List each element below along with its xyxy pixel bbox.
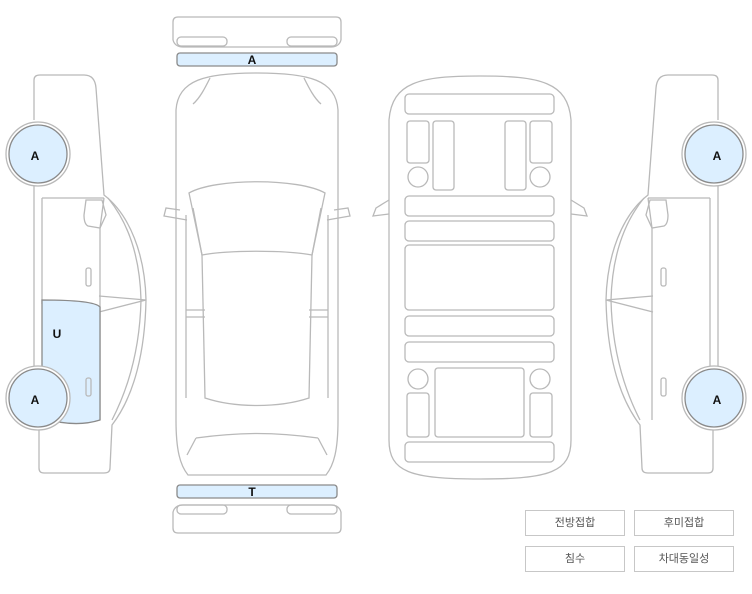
front-bumper-mark: A [248,53,257,67]
left-rear-wheel-mark: A [31,393,40,407]
left-rear-door-handle [85,377,92,397]
rear-bumper-panel[interactable] [176,484,338,499]
rear-bumper-view [172,504,342,534]
front-bumper-panel[interactable] [176,52,338,67]
flooding-button[interactable]: 침수 [525,546,625,572]
front-bumper-view [172,16,342,48]
car-top-view [163,72,351,476]
car-underbody-view [372,75,588,480]
vehicle-identity-button[interactable]: 차대동일성 [634,546,734,572]
right-side-view [605,74,747,474]
left-front-wheel-tire [8,124,68,184]
left-front-wheel-mark: A [31,149,40,163]
left-rear-door-mark: U [53,327,62,341]
left-rear-wheel-tire [8,368,68,428]
right-front-wheel-mark: A [713,149,722,163]
front-joint-button[interactable]: 전방접합 [525,510,625,536]
rear-bumper-mark: T [248,485,256,499]
rear-joint-button[interactable]: 후미접합 [634,510,734,536]
right-rear-wheel-mark: A [713,393,722,407]
